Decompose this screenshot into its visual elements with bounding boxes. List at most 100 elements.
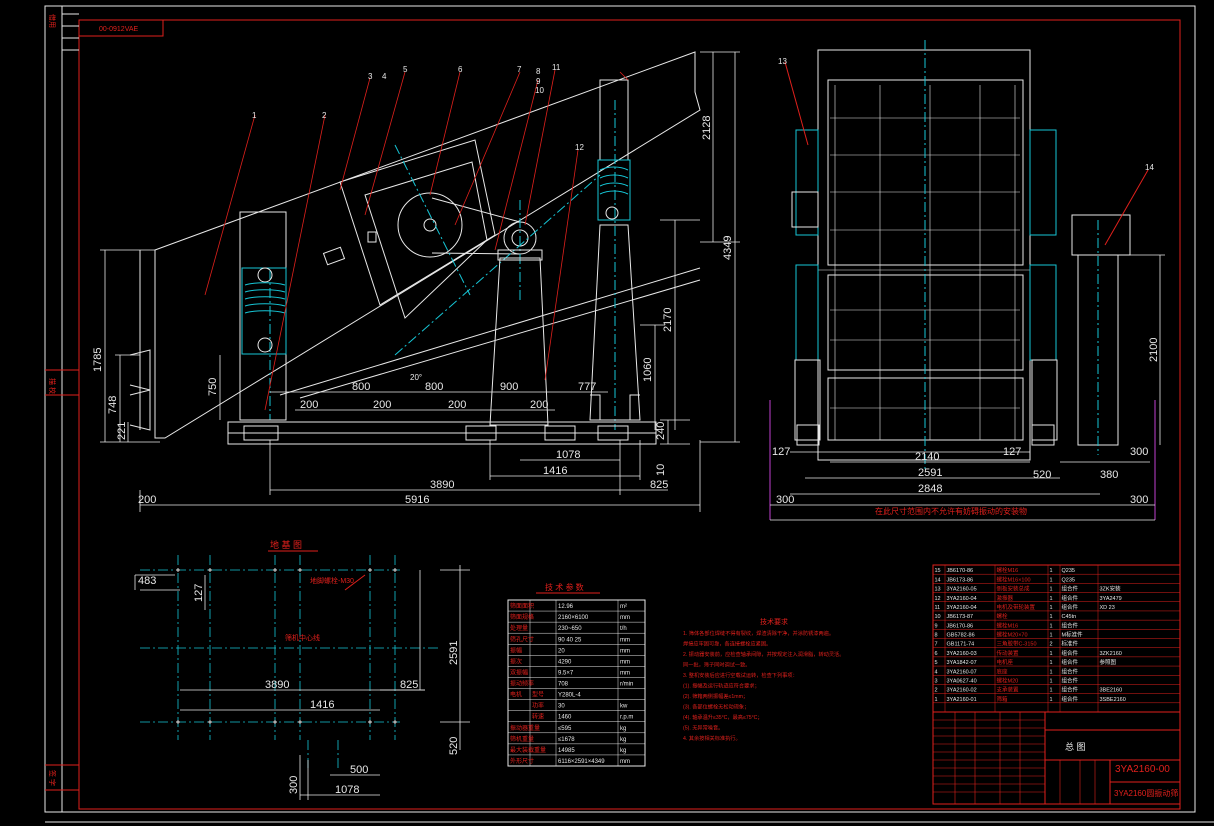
side-dim-2848: 2848 (918, 483, 942, 495)
tech-req-line: (1). 振幅及运行轨迹应符合要求； (683, 682, 760, 690)
dim-1060: 1060 (642, 358, 654, 382)
side-dim-2140: 2140 (915, 451, 939, 463)
parts-list-cell: 1 (1050, 596, 1053, 602)
parts-list-cell: 组合件 (1062, 695, 1079, 703)
parts-list-cell: 3SBE2160 (1100, 697, 1126, 703)
parts-list-cell: XD 23 (1100, 605, 1115, 611)
tech-param-cell: mm (620, 637, 630, 643)
center-label: 筛机中心线 (285, 633, 320, 642)
fd-300: 300 (288, 776, 300, 794)
side-view: 13 14 2100 127 2140 127 300 520 380 2591… (769, 40, 1165, 521)
parts-list-cell: 5 (935, 660, 938, 666)
dim-1078: 1078 (556, 449, 580, 461)
tech-param-cell: Y280L-4 (558, 693, 581, 699)
tech-param-cell: 708 (558, 682, 569, 688)
parts-list-cell: 1 (1050, 678, 1053, 684)
parts-list-cell: 1 (1050, 605, 1053, 611)
dim-2128: 2128 (701, 116, 713, 140)
callout-4: 4 (382, 72, 387, 81)
dim-10: 10 (655, 464, 667, 476)
tech-param-cell: 4290 (558, 659, 572, 665)
parts-list-cell: 组合件 (1062, 594, 1079, 602)
parts-list-cell: 组合件 (1062, 603, 1079, 611)
parts-list-cell: 1 (1050, 697, 1053, 703)
parts-list-cell: 1 (1050, 568, 1053, 574)
tech-param-cell: kg (620, 726, 626, 732)
parts-list-cell: 2 (1050, 642, 1053, 648)
parts-list-cell: 电机座 (997, 658, 1014, 666)
title-block: 总 图 3YA2160-00 3YA2160圆振动筛 (932, 711, 1181, 805)
tech-param-cell: 处理量 (510, 624, 528, 632)
tech-param-cell: 1460 (558, 715, 572, 721)
tech-param-cell: kg (620, 737, 626, 743)
parts-list-cell: 15 (935, 568, 941, 574)
tech-param-cell: 2160×6100 (558, 615, 589, 621)
tech-param-cell: r.p.m (620, 715, 633, 721)
tech-param-cell: 最大装载重量 (510, 746, 546, 754)
side-dim-520: 520 (1033, 469, 1051, 481)
tech-param-cell: 230~650 (558, 626, 582, 632)
dim-221: 221 (116, 422, 128, 440)
tech-param-cell: 30 (558, 704, 565, 710)
tech-req-line: (4). 轴承温升≤35°C，最高≤75°C； (683, 713, 763, 721)
tech-req-title: 技术要求 (760, 617, 788, 626)
parts-list-cell: 3YA2160-04 (947, 596, 977, 602)
fd-500: 500 (350, 764, 368, 776)
parts-list-cell: 3ZK2160 (1100, 651, 1122, 657)
side-dim-380: 380 (1100, 469, 1118, 481)
side-dim-300c: 300 (1130, 494, 1148, 506)
side-screen-box (817, 49, 1031, 461)
callout-10: 10 (535, 86, 544, 95)
dim-800a: 800 (352, 381, 370, 393)
parts-list-cell: 螺栓M16 (997, 566, 1019, 574)
drawing-name: 3YA2160圆振动筛 (1114, 788, 1178, 798)
dim-240: 240 (655, 422, 667, 440)
tech-req-line: 4. 其余按相关标准执行。 (683, 734, 741, 742)
parts-list-cell: 3YA2160-05 (947, 587, 977, 593)
parts-list-cell: 3ZK安装 (1100, 585, 1122, 593)
tech-param-cell: 12.96 (558, 604, 574, 610)
tech-requirements: 技术要求 1. 筛体各部位焊缝不得有裂纹，焊渣清除干净，并涂防锈漆两遍。 焊接应… (683, 617, 844, 742)
dim-200c: 200 (448, 399, 466, 411)
tech-param-cell: 电机 (510, 691, 522, 699)
dim-1785: 1785 (92, 348, 104, 372)
tech-param-cell: mm (620, 659, 630, 665)
callout-6: 6 (458, 65, 463, 74)
dim-825: 825 (650, 479, 668, 491)
tech-param-cell: 9.5×7 (558, 670, 574, 676)
parts-list-cell: 标准件 (1062, 640, 1079, 648)
dim-200e: 200 (138, 494, 156, 506)
parts-list-cell: 组合件 (1062, 585, 1079, 593)
parts-list-cell: 激振器 (997, 594, 1014, 602)
parts-list-cell: 1 (1050, 623, 1053, 629)
dim-777: 777 (578, 381, 596, 393)
parts-list-cell: 14 (935, 577, 941, 583)
tech-param-cell: mm (620, 648, 630, 654)
parts-list-cell: 10 (935, 614, 941, 620)
parts-list-cell: 3YA1842-07 (947, 660, 977, 666)
assembly-label: 总 图 (1065, 741, 1086, 752)
parts-list-cell: 3YA2160-02 (947, 688, 977, 694)
tech-param-cell: 筛机重量 (510, 735, 534, 743)
parts-list-cell: 组合件 (1062, 658, 1079, 666)
parts-list-cell: 1 (1050, 660, 1053, 666)
callout-2: 2 (322, 111, 327, 120)
dim-748: 748 (107, 396, 119, 414)
parts-list-cell: M标准件 (1062, 631, 1084, 639)
tech-param-cell: 6116×2591×4349 (558, 759, 605, 765)
tech-param-cell: 筛面规格 (510, 613, 534, 621)
dim-3890: 3890 (430, 479, 454, 491)
parts-list-cell: JB6170-86 (947, 623, 974, 629)
exciter-wheel (397, 192, 463, 258)
parts-list-cell: 螺栓M16 (997, 621, 1019, 629)
parts-list-cell: 三角胶带C-3150 (997, 640, 1037, 648)
parts-list-cell: 11 (935, 605, 941, 611)
tech-req-line: (3). 各部位螺栓无松动现象； (683, 703, 749, 711)
parts-list-cell: 2 (935, 688, 938, 694)
tech-req-line: 焊接应牢固可靠，各连接螺栓应紧固。 (683, 640, 771, 648)
parts-list-cell: C45tn (1062, 614, 1077, 620)
side-dim-2100: 2100 (1148, 338, 1160, 362)
parts-list-cell: 13 (935, 587, 941, 593)
callout-12: 12 (575, 143, 584, 152)
